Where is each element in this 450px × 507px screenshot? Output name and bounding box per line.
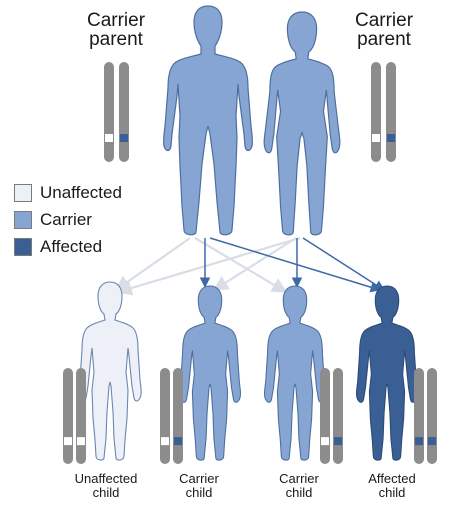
allele-band	[161, 437, 169, 446]
unaffected-child-figure	[78, 281, 142, 461]
child-label-carrier-1: Carrier child	[159, 472, 239, 499]
child-label-affected: Affected child	[352, 472, 432, 499]
chromosome-child-2-b	[333, 368, 343, 464]
legend: Unaffected Carrier Affected	[14, 179, 122, 260]
allele-band	[77, 437, 85, 446]
allele-band	[415, 437, 423, 446]
female-parent-figure	[263, 11, 341, 236]
chromosome-pairs	[63, 62, 437, 464]
light-arrow-2	[116, 236, 301, 296]
carrier-parent-left-line1: Carrier	[86, 10, 146, 31]
carrier-parent-right-line2: parent	[357, 29, 411, 50]
chromosome-child-1-b	[173, 368, 183, 464]
child-label-line1: Carrier	[279, 471, 319, 486]
child-label-unaffected: Unaffected child	[66, 472, 146, 499]
chromosome-right-parent-b	[386, 62, 396, 162]
child-label-line1: Carrier	[179, 471, 219, 486]
carrier-parent-right-label: Carrier parent	[334, 11, 434, 49]
chromosome-right-parent-a	[371, 62, 381, 162]
child-label-line1: Unaffected	[74, 471, 138, 486]
inheritance-arrows	[114, 236, 385, 296]
light-arrow-3	[212, 237, 297, 291]
child-label-line2: child	[285, 484, 313, 500]
allele-band	[64, 437, 72, 446]
carrier-parent-left-line2: parent	[89, 29, 143, 50]
affected-child-figure	[355, 285, 419, 461]
legend-swatch-affected	[14, 237, 32, 256]
carrier-child-2-figure	[263, 285, 327, 461]
allele-band	[174, 437, 182, 446]
allele-band	[428, 437, 436, 446]
male-parent-figure	[162, 5, 254, 236]
allele-band	[321, 437, 329, 446]
child-label-line2: child	[92, 484, 120, 500]
allele-band	[334, 437, 342, 446]
chromosome-child-2-a	[320, 368, 330, 464]
child-label-carrier-2: Carrier child	[259, 472, 339, 499]
legend-label-affected: Affected	[40, 236, 103, 256]
legend-item-carrier: Carrier	[14, 206, 122, 233]
chromosome-child-1-a	[160, 368, 170, 464]
chromosome-child-3-b	[427, 368, 437, 464]
allele-band	[387, 134, 395, 142]
dark-arrow-5	[209, 237, 382, 293]
allele-band	[372, 134, 380, 142]
chromosome-left-parent-a	[104, 62, 114, 162]
light-arrow-1	[194, 237, 288, 293]
legend-item-unaffected: Unaffected	[14, 179, 122, 206]
chromosome-child-0-b	[76, 368, 86, 464]
child-label-line2: child	[378, 484, 406, 500]
carrier-parent-left-label: Carrier parent	[66, 11, 166, 49]
legend-swatch-unaffected	[14, 183, 32, 202]
legend-swatch-carrier	[14, 210, 32, 229]
child-label-line1: Affected	[368, 471, 416, 486]
legend-label-unaffected: Unaffected	[40, 182, 122, 202]
child-label-line2: child	[185, 484, 213, 500]
carrier-child-1-figure	[178, 285, 242, 461]
legend-label-carrier: Carrier	[40, 209, 92, 229]
allele-band	[120, 134, 128, 142]
carrier-parent-right-line1: Carrier	[354, 10, 414, 31]
dark-arrow-7	[302, 237, 385, 291]
allele-band	[105, 134, 113, 142]
legend-item-affected: Affected	[14, 233, 122, 260]
chromosome-left-parent-b	[119, 62, 129, 162]
chromosome-child-0-a	[63, 368, 73, 464]
chromosome-child-3-a	[414, 368, 424, 464]
